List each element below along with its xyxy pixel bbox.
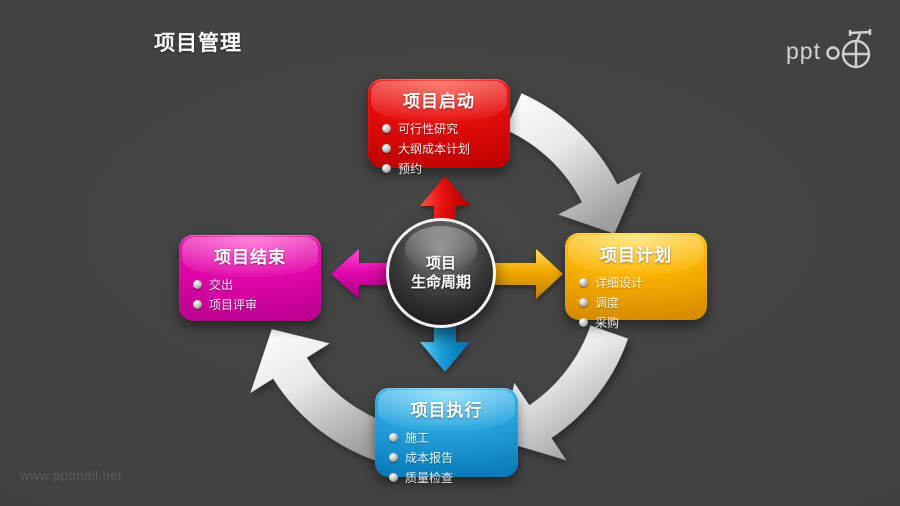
logo-text: ppt <box>786 38 821 64</box>
bullet-sphere-icon <box>382 163 391 173</box>
list-item: 预约 <box>382 158 510 178</box>
center-arrow-right <box>441 249 563 299</box>
list-item: 质量检查 <box>389 467 518 487</box>
node-title: 项目启动 <box>403 92 475 111</box>
cycle-arrow-planning-to-execution <box>501 324 629 462</box>
node-bullet-list: 可行性研究 大纲成本计划 预约 <box>368 118 510 178</box>
node-closure: 项目结束 交出 项目评审 <box>179 235 321 321</box>
list-item: 项目评审 <box>193 294 321 314</box>
node-title: 项目执行 <box>410 401 483 420</box>
bullet-sphere-icon <box>389 472 398 482</box>
bullet-sphere-icon <box>579 277 588 287</box>
list-item: 大纲成本计划 <box>382 138 510 158</box>
watermark: www.pptmall.net <box>20 468 123 483</box>
node-bullet-list: 施工 成本报告 质量检查 <box>375 427 518 487</box>
center-label-line2: 生命周期 <box>410 274 471 291</box>
page-title: 项目管理 <box>154 32 242 55</box>
cycle-arrow-initiation-to-planning <box>504 92 643 235</box>
bullet-sphere-icon <box>193 279 202 289</box>
list-item: 交出 <box>193 274 321 294</box>
bullet-sphere-icon <box>389 452 398 462</box>
bullet-sphere-icon <box>193 299 202 309</box>
bullet-sphere-icon <box>382 123 391 133</box>
node-title: 项目结束 <box>214 248 286 267</box>
list-item: 调度 <box>579 292 707 312</box>
bullet-sphere-icon <box>579 317 588 327</box>
node-execution: 项目执行 施工 成本报告 质量检查 <box>375 388 518 485</box>
list-item: 采购 <box>579 312 707 332</box>
list-item: 详细设计 <box>579 272 707 292</box>
bullet-sphere-icon <box>382 143 391 153</box>
list-item: 可行性研究 <box>382 118 510 138</box>
cycle-arrow-execution-to-closure <box>249 328 396 464</box>
pptmall-logo: ppt <box>786 29 872 69</box>
node-bullet-list: 详细设计 调度 采购 <box>565 272 707 332</box>
bullet-sphere-icon <box>579 297 588 307</box>
node-initiation: 项目启动 可行性研究 大纲成本计划 预约 <box>368 79 510 176</box>
list-item: 施工 <box>389 427 518 447</box>
node-planning: 项目计划 详细设计 调度 采购 <box>565 233 707 330</box>
node-bullet-list: 交出 项目评审 <box>179 274 321 314</box>
node-title: 项目计划 <box>600 246 672 265</box>
list-item: 成本报告 <box>389 447 518 467</box>
logo-compass-icon <box>826 29 872 69</box>
bullet-sphere-icon <box>389 432 398 442</box>
center-label-line1: 项目 <box>425 255 456 272</box>
center-sphere: 项目 生命周期 <box>386 218 496 328</box>
